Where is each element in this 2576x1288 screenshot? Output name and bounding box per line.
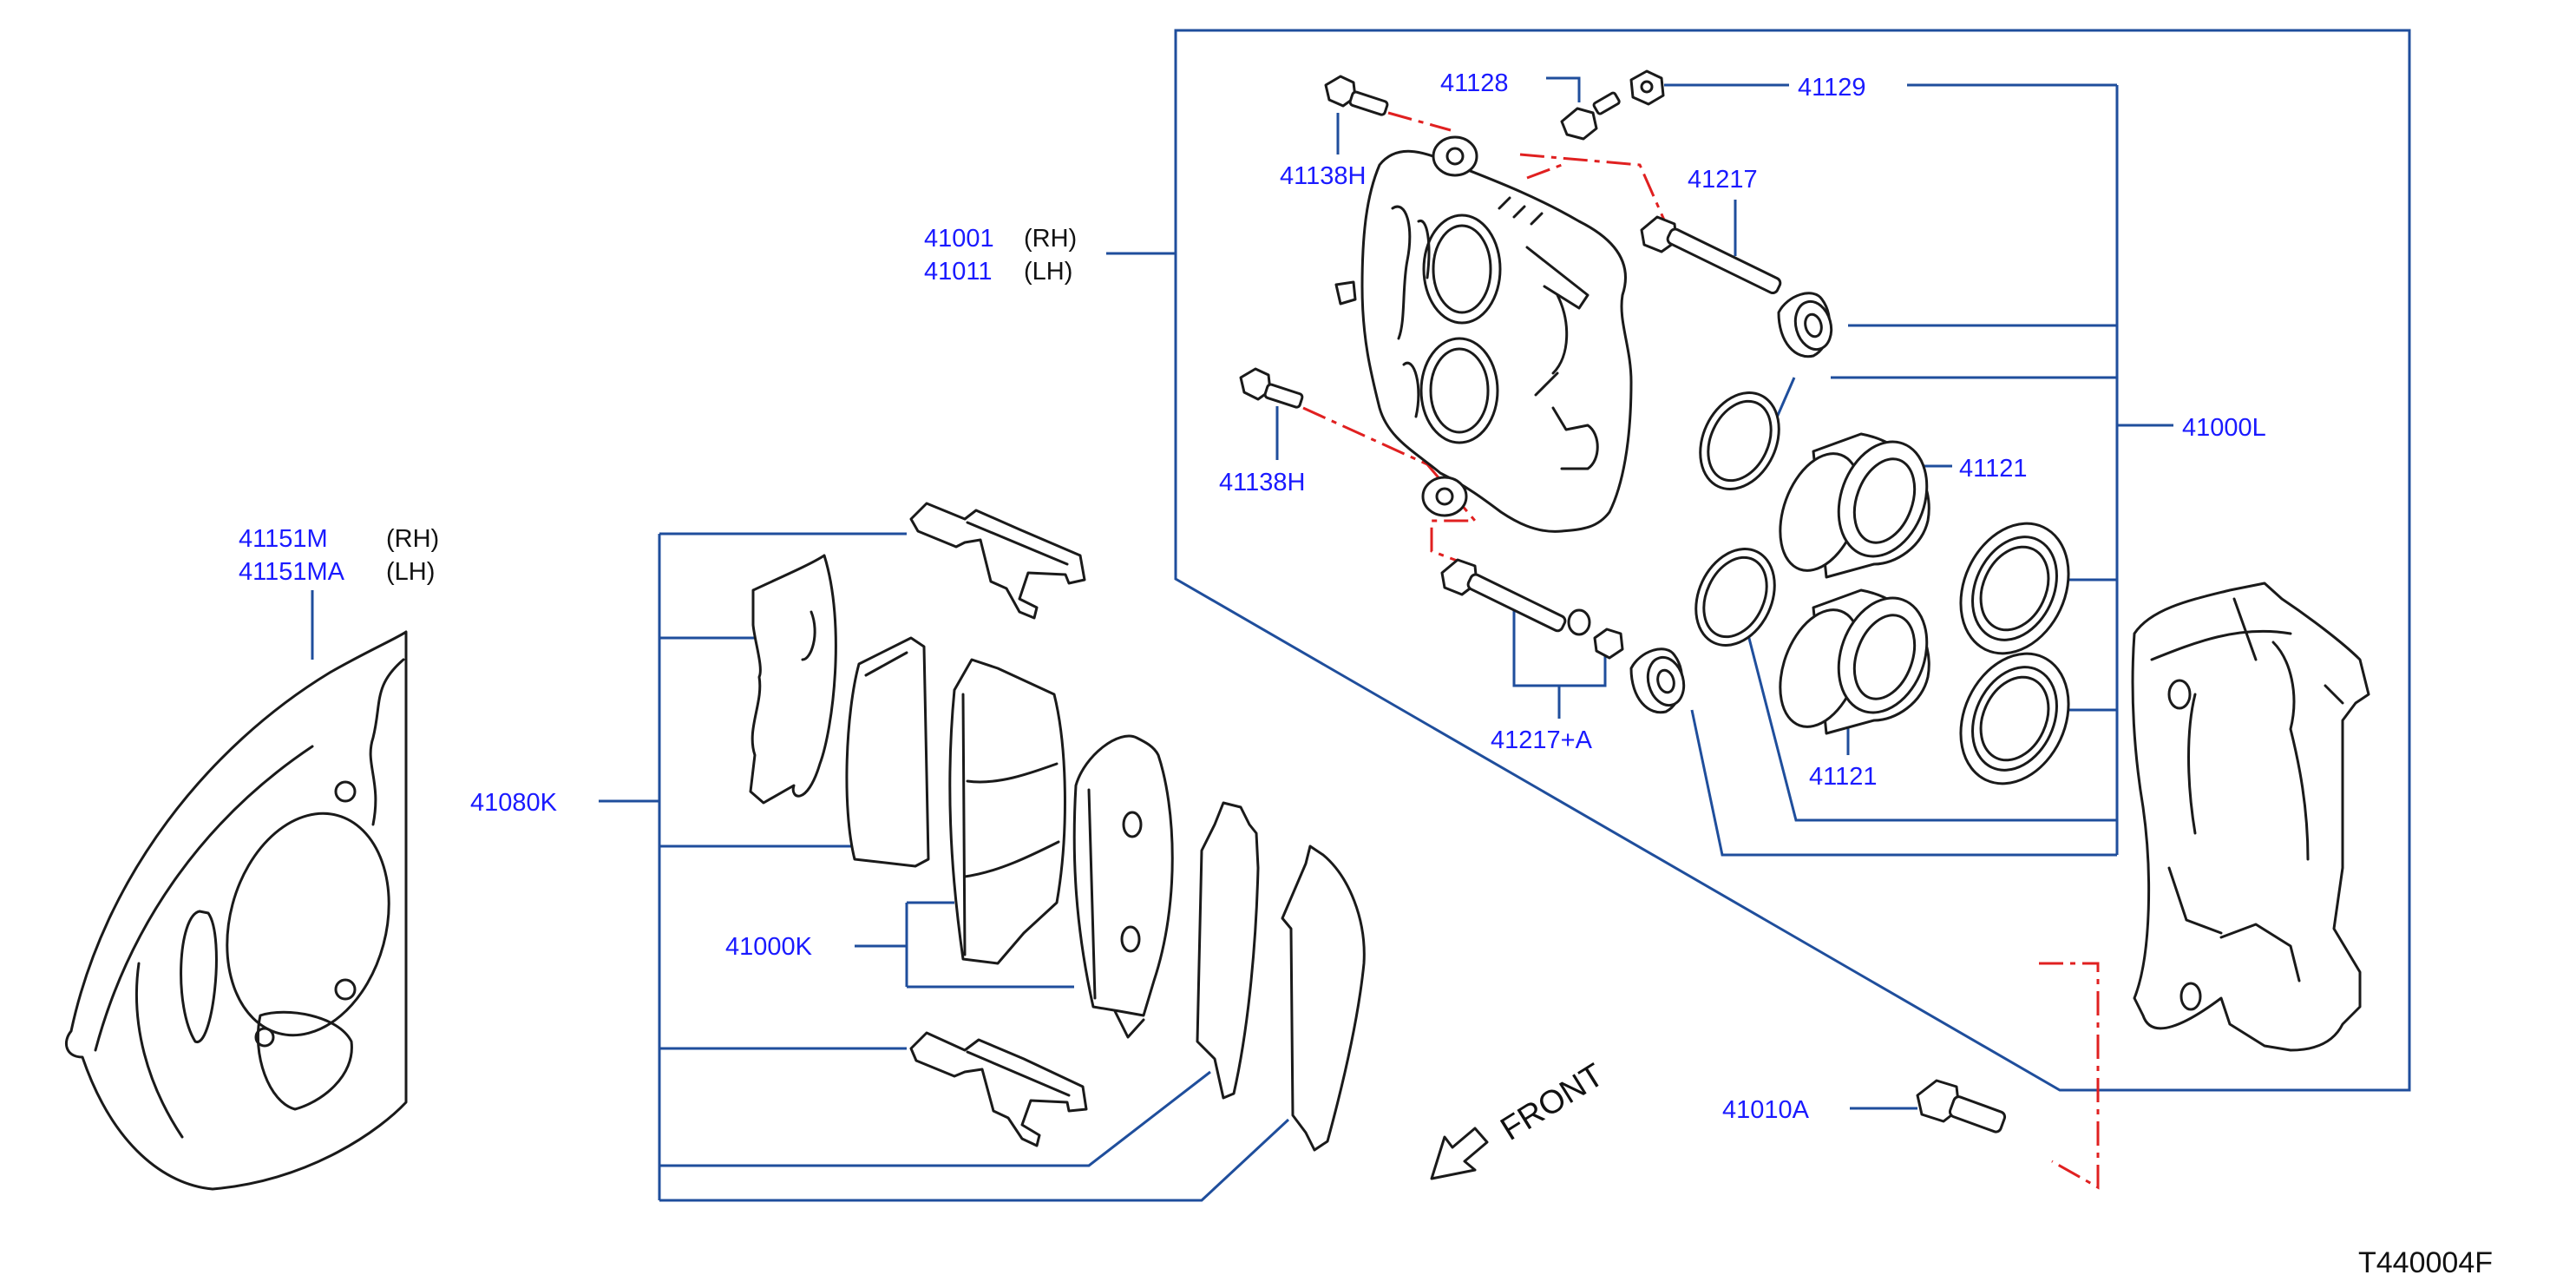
label-41128: 41128	[1440, 69, 1509, 97]
anti-squeal-shim-2	[1281, 844, 1366, 1152]
label-41121-top: 41121	[1959, 455, 2028, 483]
caliper-body	[1334, 135, 1633, 533]
pin-boot-lower	[1629, 647, 1686, 714]
brake-pad-inner	[948, 658, 1066, 965]
front-label: FRONT	[1495, 1057, 1610, 1148]
bleeder-41128	[1560, 91, 1621, 141]
label-41011: 41011	[924, 258, 993, 286]
label-41000K: 41000K	[725, 933, 813, 961]
label-41151MA: 41151MA	[239, 558, 345, 586]
label-41217: 41217	[1688, 166, 1758, 194]
label-lh-41011: (LH)	[1024, 258, 1072, 286]
guide-pin-41217A	[1440, 558, 1591, 636]
center-lines	[1302, 111, 2100, 1190]
label-rh-41001: (RH)	[1024, 225, 1077, 253]
pad-clip-upper	[909, 502, 1086, 620]
part-labels: 41151M (RH) 41151MA (LH) 41080K 41000K 4…	[239, 69, 2493, 1279]
piston-upper	[1779, 432, 1930, 579]
piston-seal-upper	[1699, 391, 1780, 490]
label-41151M: 41151M	[239, 525, 328, 553]
sleeve-41217A	[1593, 628, 1624, 660]
bolt-41138H-top	[1324, 75, 1389, 116]
label-41138H-bottom: 41138H	[1219, 469, 1305, 496]
pad-shim-inner	[749, 554, 837, 805]
pad-clip-lower	[909, 1031, 1088, 1147]
guide-pin-41217	[1640, 215, 1782, 295]
piston-seal-lower	[1694, 548, 1776, 647]
label-41010A: 41010A	[1722, 1096, 1810, 1124]
anti-squeal-shim-1	[1196, 801, 1260, 1100]
dust-shield	[64, 630, 408, 1191]
label-41138H-top: 41138H	[1280, 162, 1366, 190]
cap-41129	[1629, 69, 1665, 106]
dust-boot-upper	[1959, 522, 2070, 655]
diagram-code: T440004F	[2358, 1246, 2493, 1279]
label-41000L: 41000L	[2182, 414, 2266, 442]
front-arrow: FRONT	[1430, 1057, 1610, 1180]
dust-boot-lower	[1959, 652, 2070, 785]
bolt-41138H-bottom	[1239, 367, 1304, 409]
label-41001: 41001	[924, 225, 994, 253]
piston-lower	[1779, 588, 1930, 735]
label-41217A: 41217+A	[1491, 726, 1593, 754]
pin-boot-upper	[1777, 292, 1833, 358]
label-41121-bottom: 41121	[1809, 763, 1878, 791]
bolt-41010A	[1916, 1079, 2007, 1134]
label-41129: 41129	[1798, 74, 1866, 102]
label-41080K: 41080K	[470, 789, 558, 817]
torque-member	[2131, 582, 2370, 1052]
label-rh-41151M: (RH)	[386, 525, 439, 553]
label-lh-41151MA: (LH)	[386, 558, 435, 586]
brake-pad-outer	[1072, 734, 1174, 1039]
pad-backing-plate	[845, 636, 930, 868]
leader-lines	[311, 29, 2411, 1202]
